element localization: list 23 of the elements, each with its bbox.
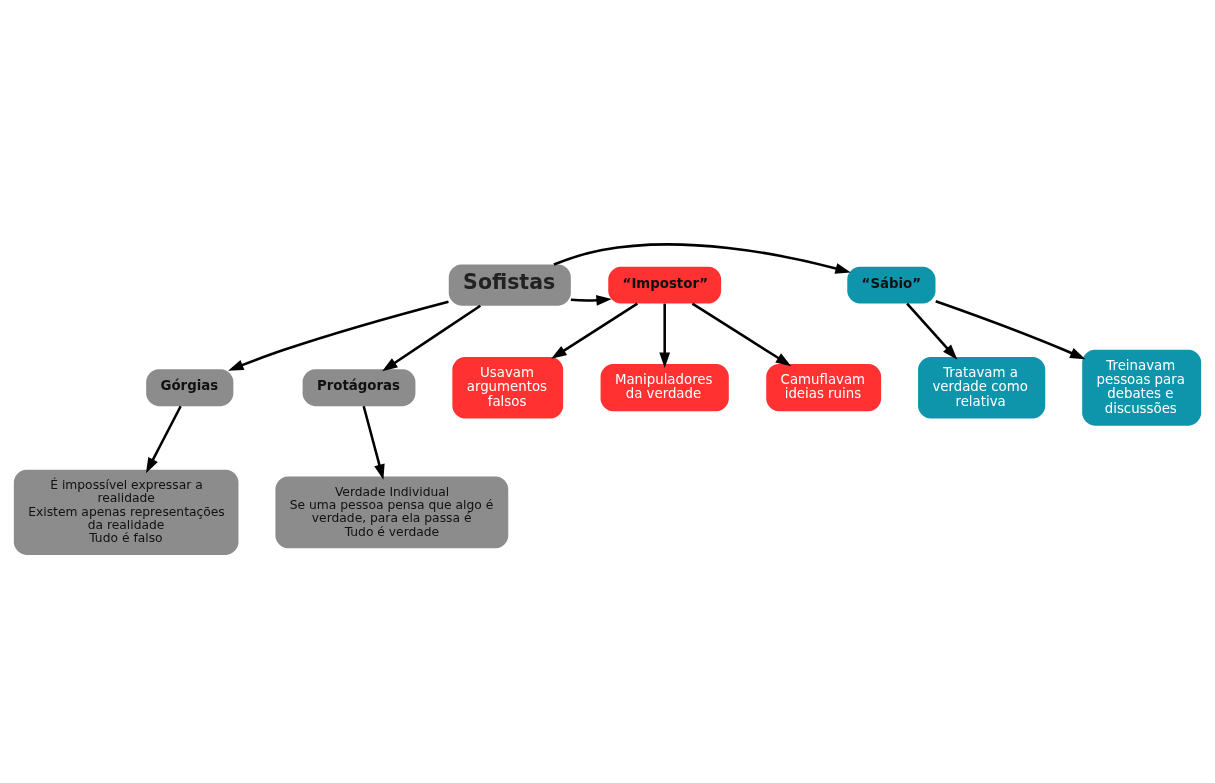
arrow xyxy=(382,304,482,371)
arrow xyxy=(659,303,671,368)
node-box: Camuflavam ideias ruins xyxy=(766,363,882,411)
node-box: Verdade Individual Se uma pessoa pensa que algo é verdade, para ela passa é Tudo é verdade xyxy=(275,475,509,548)
node-box: Manipuladores da verdade xyxy=(600,363,729,411)
arrow xyxy=(906,302,958,360)
node-box: Górgias xyxy=(146,368,234,406)
arrow xyxy=(145,405,182,473)
arrow xyxy=(935,299,1086,359)
node-box: Treinavam pessoas para debates e discussões xyxy=(1082,349,1202,426)
arrow xyxy=(551,302,639,359)
node-box: “Sábio” xyxy=(847,266,936,304)
node-box: É impossível expressar a realidade Existem apenas representações da realidade Tudo é falso xyxy=(13,469,239,555)
arrow xyxy=(553,242,851,274)
arrow xyxy=(228,299,449,371)
node-box: Sofistas xyxy=(448,264,571,306)
node-box: Tratavam a verdade como relativa xyxy=(918,356,1046,418)
node-box: Usavam argumentos falsos xyxy=(452,356,564,418)
arrow xyxy=(362,405,385,480)
node-box: Protágoras xyxy=(302,368,416,406)
arrow xyxy=(570,294,612,306)
arrow xyxy=(691,302,792,366)
node-box: “Impostor” xyxy=(608,266,722,304)
